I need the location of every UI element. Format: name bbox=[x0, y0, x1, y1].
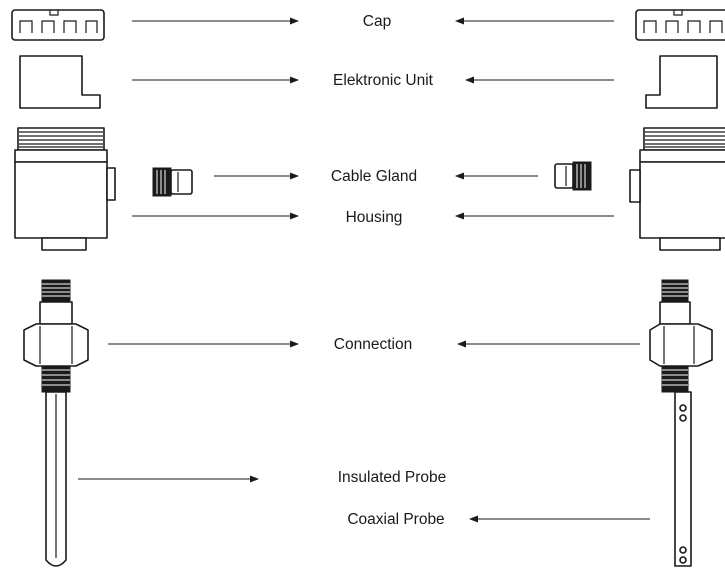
label-insulated-probe: Insulated Probe bbox=[337, 469, 447, 486]
right-assembly bbox=[554, 9, 725, 567]
label-cap: Cap bbox=[362, 13, 392, 30]
left-cable-gland bbox=[152, 167, 193, 197]
label-connection: Connection bbox=[333, 336, 413, 353]
label-cable-gland: Cable Gland bbox=[330, 168, 418, 185]
right-housing bbox=[629, 127, 725, 251]
label-electronic-unit: Elektronic Unit bbox=[333, 72, 433, 89]
label-coaxial-probe: Coaxial Probe bbox=[347, 511, 445, 528]
left-cap bbox=[11, 9, 105, 41]
callout-arrows bbox=[78, 17, 650, 523]
right-connection bbox=[649, 279, 713, 393]
right-electronic-unit bbox=[645, 55, 718, 109]
label-housing: Housing bbox=[345, 209, 403, 226]
left-assembly bbox=[11, 9, 193, 567]
left-housing bbox=[14, 127, 116, 251]
left-connection bbox=[23, 279, 89, 393]
right-cable-gland bbox=[554, 161, 592, 191]
left-electronic-unit bbox=[19, 55, 101, 109]
right-cap bbox=[635, 9, 725, 41]
right-coaxial-probe bbox=[674, 391, 692, 567]
